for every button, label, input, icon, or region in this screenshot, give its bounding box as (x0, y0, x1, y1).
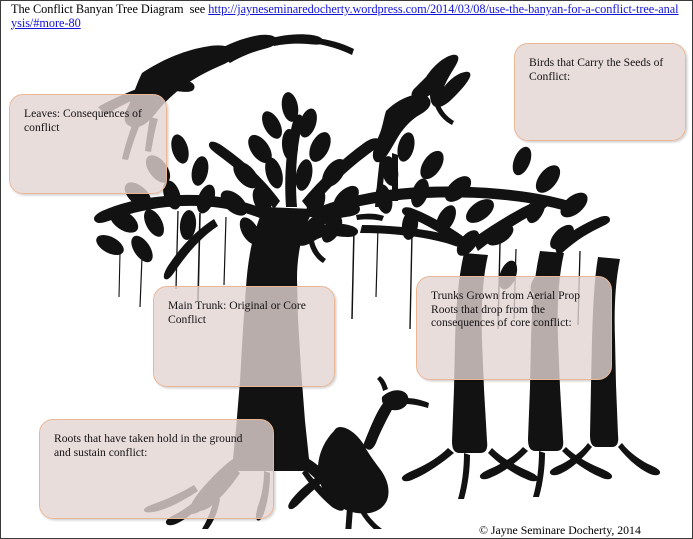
branch-left-low (163, 219, 218, 280)
callout-birds-text: Birds that Carry the Seeds of Conflict: (529, 56, 664, 83)
callout-roots-text: Roots that have taken hold in the ground… (54, 432, 243, 459)
diagram-title: The Conflict Banyan Tree Diagram (11, 2, 184, 16)
small-bird-flying-upper-center (411, 54, 471, 125)
branch-right-canopy-b (402, 207, 472, 255)
branch-right-canopy-c (554, 216, 610, 257)
copyright-notice: © Jayne Seminare Docherty, 2014 (479, 523, 641, 537)
heron-standing-ground-center (288, 376, 429, 529)
callout-leaves[interactable]: Leaves: Consequences of conflict (9, 94, 167, 194)
ground-roots-prop-right (401, 443, 661, 499)
source-url-link[interactable]: http://jayneseminaredocherty.wordpress.c… (11, 2, 679, 30)
callout-roots[interactable]: Roots that have taken hold in the ground… (39, 419, 274, 519)
callout-main-trunk-text: Main Trunk: Original or Core Conflict (168, 299, 306, 326)
header-caption: The Conflict Banyan Tree Diagram see htt… (11, 2, 683, 30)
heron-standing-upper-right (372, 87, 440, 207)
callout-main-trunk[interactable]: Main Trunk: Original or Core Conflict (153, 286, 335, 387)
callout-birds[interactable]: Birds that Carry the Seeds of Conflict: (514, 43, 686, 141)
callout-prop-roots[interactable]: Trunks Grown from Aerial Prop Roots that… (416, 276, 612, 380)
branch-right-mid (360, 225, 468, 249)
heron-flying-mid-right (295, 202, 384, 263)
leaf-cluster-center (220, 92, 359, 245)
callout-leaves-text: Leaves: Consequences of conflict (24, 107, 142, 134)
see-label: see (189, 2, 206, 16)
branch-right-canopy-a (472, 198, 550, 251)
callout-prop-roots-text: Trunks Grown from Aerial Prop Roots that… (431, 289, 580, 330)
